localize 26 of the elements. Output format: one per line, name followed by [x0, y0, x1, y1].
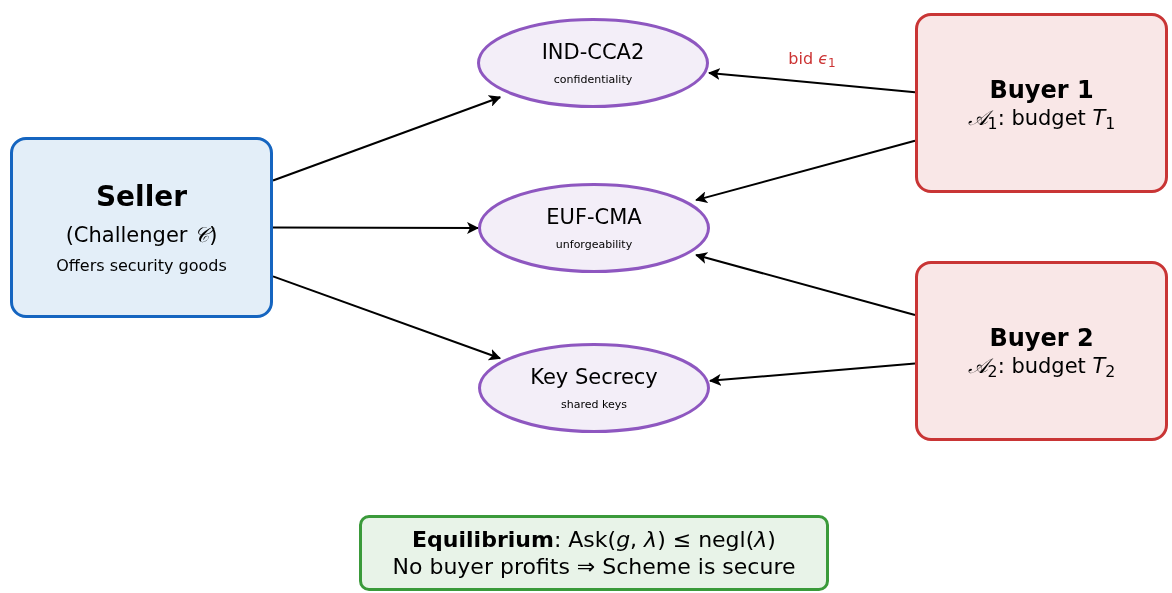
- box-subtitle: 𝒜$_{2}$: budget T$_{2}$: [967, 352, 1116, 380]
- box-title: Seller: [95, 178, 188, 214]
- arrow: [708, 67, 916, 94]
- buyer-box: [915, 13, 1168, 193]
- arrow: [695, 252, 916, 316]
- box-subtitle: (Challenger 𝒞): [65, 221, 218, 249]
- ellipse-subtitle: confidentiality: [553, 73, 633, 87]
- ellipse-title: Key Secrecy: [530, 364, 658, 391]
- seller-box: [10, 137, 273, 318]
- note-box: [359, 515, 829, 591]
- note-text: Equilibrium: Ask(g, λ) ≤ negl(λ): [412, 525, 776, 553]
- ellipse-title: EUF-CMA: [546, 204, 642, 231]
- arrow: [272, 221, 479, 234]
- box-description: Offers security goods: [56, 256, 227, 277]
- arrow: [709, 362, 916, 386]
- arrow: [272, 95, 502, 182]
- arrow: [695, 139, 916, 203]
- ellipse-subtitle: unforgeability: [555, 238, 633, 252]
- arrow: [272, 275, 502, 361]
- buyer-box: [915, 261, 1168, 441]
- ellipse-title: IND-CCA2: [541, 39, 645, 66]
- box-subtitle: 𝒜$_{1}$: budget T$_{1}$: [967, 104, 1116, 132]
- box-title: Buyer 1: [989, 74, 1094, 105]
- box-title: Buyer 2: [989, 322, 1094, 353]
- ellipse-subtitle: shared keys: [561, 398, 627, 412]
- note-text: No buyer profits ⇒ Scheme is secure: [392, 553, 796, 581]
